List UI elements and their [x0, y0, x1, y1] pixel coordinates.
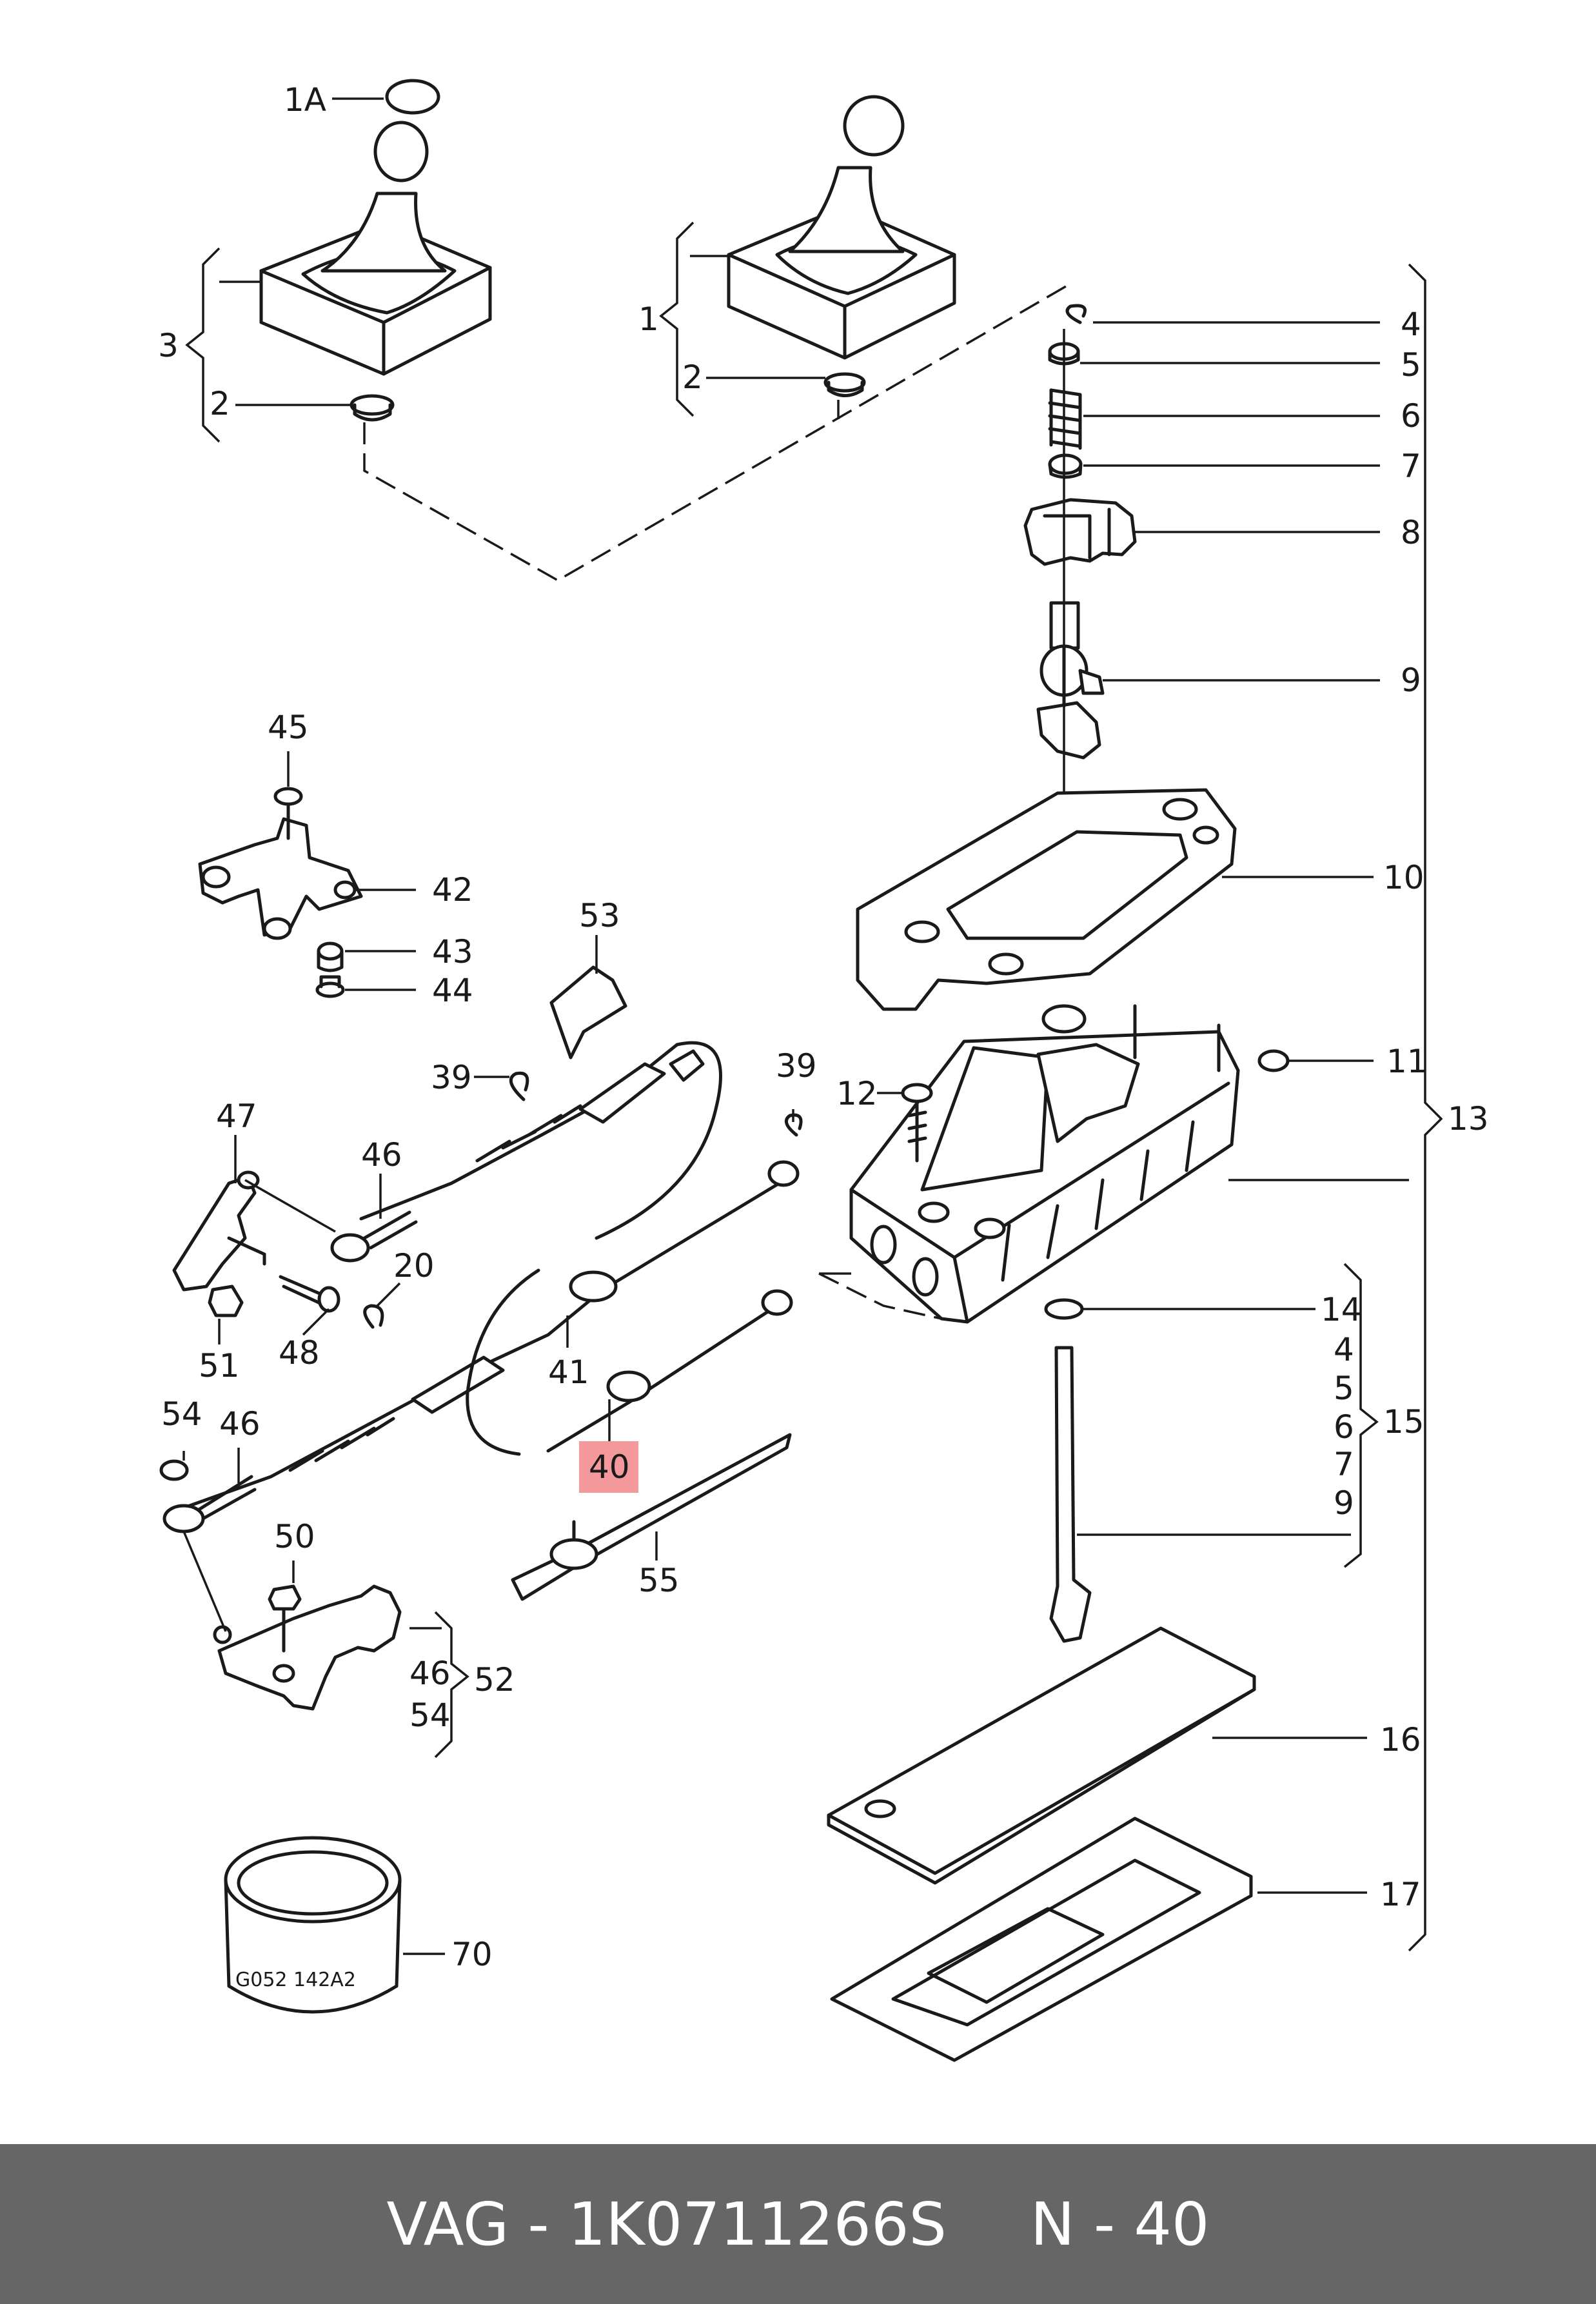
- gear-knob-right: [727, 95, 956, 360]
- label-41: 41: [548, 1354, 589, 1391]
- label-50: 50: [274, 1518, 315, 1555]
- ball-socket-46a: [330, 1210, 418, 1263]
- label-1: 1: [638, 300, 659, 338]
- label-45: 45: [268, 709, 309, 746]
- bracket-42: [198, 817, 363, 940]
- label-51: 51: [199, 1347, 240, 1384]
- bolt-45: [273, 787, 303, 840]
- label-46-right: 46: [409, 1655, 451, 1692]
- bush-7: [1048, 453, 1083, 479]
- bush-44: [315, 975, 345, 998]
- ball-socket-46b: [163, 1475, 257, 1533]
- highlight-40: [579, 1441, 638, 1493]
- label-7: 7: [1401, 448, 1421, 485]
- label-43: 43: [432, 933, 473, 970]
- brace-13: [1408, 263, 1443, 1952]
- lever-47: [172, 1170, 266, 1292]
- clip-53: [549, 965, 627, 1059]
- label-40: 40: [589, 1448, 630, 1486]
- brace-52: [434, 1611, 469, 1758]
- nut-50: [268, 1584, 302, 1653]
- label-15-7: 7: [1334, 1446, 1354, 1483]
- clip-48: [279, 1275, 340, 1313]
- label-20: 20: [393, 1247, 435, 1285]
- label-12: 12: [836, 1075, 878, 1112]
- frame-17: [830, 1817, 1253, 2062]
- label-46-lower: 46: [219, 1405, 261, 1442]
- label-44: 44: [432, 972, 473, 1009]
- label-70: 70: [451, 1936, 493, 1973]
- lever-9: [1036, 601, 1105, 760]
- label-54-upper: 54: [161, 1395, 202, 1433]
- label-14: 14: [1321, 1291, 1362, 1328]
- label-46-upper: 46: [361, 1136, 402, 1174]
- label-8: 8: [1401, 514, 1421, 551]
- item-number: N - 40: [1030, 2189, 1210, 2259]
- circlip-4: [1065, 304, 1087, 324]
- label-9: 9: [1401, 662, 1421, 699]
- brace-15: [1343, 1263, 1379, 1568]
- label-5: 5: [1401, 346, 1421, 384]
- label-11: 11: [1386, 1043, 1428, 1080]
- label-10: 10: [1383, 859, 1424, 896]
- cable-tie-55: [511, 1433, 792, 1601]
- gasket-10: [856, 788, 1237, 1011]
- label-17: 17: [1380, 1876, 1421, 1913]
- screw-12: [901, 1083, 933, 1163]
- gear-knob-left: [259, 79, 492, 376]
- grease-can-70: G052 142A2: [224, 1836, 402, 2014]
- nut-11: [1257, 1049, 1290, 1072]
- label-55: 55: [638, 1562, 680, 1599]
- cable-40: [179, 1160, 800, 1511]
- nut-51: [208, 1285, 244, 1317]
- brand-part-number: VAG - 1K0711266S: [386, 2189, 947, 2259]
- label-2-left: 2: [210, 385, 230, 422]
- label-48: 48: [279, 1334, 320, 1372]
- label-15: 15: [1383, 1403, 1424, 1441]
- label-15-6: 6: [1334, 1408, 1354, 1446]
- label-4: 4: [1401, 306, 1421, 343]
- clip-39a: [509, 1071, 529, 1101]
- label-39-left: 39: [431, 1059, 472, 1096]
- selector-housing: [849, 1004, 1240, 1324]
- label-2-right: 2: [682, 359, 703, 396]
- clip-39b: [784, 1113, 803, 1137]
- bush-43: [317, 941, 344, 972]
- label-52: 52: [474, 1661, 515, 1698]
- label-16: 16: [1380, 1721, 1421, 1758]
- label-15-5: 5: [1334, 1370, 1354, 1407]
- guide-8: [1023, 498, 1137, 566]
- cover-16: [827, 1626, 1256, 1885]
- label-13: 13: [1448, 1100, 1489, 1137]
- part-number-footer: VAG - 1K0711266S N - 40: [0, 2144, 1596, 2304]
- clamp-right: [823, 372, 866, 397]
- clip-20: [363, 1304, 384, 1329]
- label-1A: 1A: [284, 81, 326, 119]
- brace-1: [659, 221, 695, 417]
- label-54-lower: 54: [409, 1697, 451, 1734]
- brace-3: [185, 247, 221, 443]
- can-label: G052 142A2: [235, 1969, 356, 1991]
- label-39-right: 39: [776, 1047, 817, 1085]
- clamp-left: [350, 394, 395, 422]
- lever-52: [213, 1584, 402, 1711]
- label-47: 47: [216, 1098, 257, 1135]
- label-6: 6: [1401, 397, 1421, 435]
- label-3: 3: [158, 327, 179, 364]
- label-42: 42: [432, 871, 473, 909]
- label-15-4: 4: [1334, 1331, 1354, 1368]
- rod-15: [1044, 1298, 1092, 1643]
- cable-41: [359, 1041, 722, 1240]
- label-15-9: 9: [1334, 1484, 1354, 1522]
- label-53: 53: [579, 897, 620, 934]
- bush-54: [159, 1459, 189, 1481]
- parts-diagram: G052 142A2 1A 1 2 2 3 4 5 6 7: [158, 79, 1489, 2062]
